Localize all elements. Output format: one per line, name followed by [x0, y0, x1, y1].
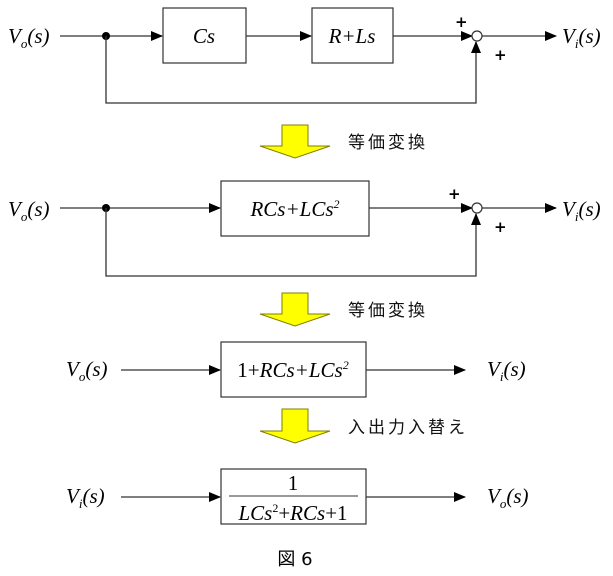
- block-cs-label: Cs: [193, 24, 215, 48]
- transfer-denominator: LCs2+RCs+1: [237, 501, 347, 525]
- sum-sign-top: +: [455, 13, 468, 31]
- transfer-numerator: 1: [288, 471, 299, 495]
- block-r-plus-ls: [311, 7, 394, 64]
- input-signal-label: Vo(s): [66, 357, 108, 384]
- transform-label: 入出力入替え: [348, 418, 468, 438]
- down-arrow-icon: [259, 124, 331, 159]
- transform-label: 等価変換: [348, 301, 428, 321]
- output-signal-label: Vo(s): [487, 484, 529, 511]
- block-r-plus-ls-label: R+Ls: [328, 24, 376, 48]
- transform-arrow-2: 等価変換: [259, 292, 428, 327]
- stage-4: Vi(s) 1 LCs2+RCs+1 Vo(s): [66, 468, 529, 525]
- transform-label: 等価変換: [348, 133, 428, 153]
- sum-sign-bottom: +: [494, 46, 507, 64]
- input-signal-label: Vo(s): [8, 197, 50, 224]
- output-signal-label: Vi(s): [562, 24, 601, 51]
- block-rcs-lcs2-label: RCs+LCs2: [249, 197, 339, 221]
- feedforward-line: [105, 36, 481, 104]
- output-signal-label: Vi(s): [562, 197, 601, 224]
- stage-1: Vo(s) Cs R+Ls + + Vi(s): [8, 7, 601, 104]
- transform-arrow-3: 入出力入替え: [259, 408, 468, 444]
- down-arrow-icon: [259, 408, 331, 444]
- input-signal-label: Vo(s): [8, 24, 50, 51]
- block-cs: [162, 7, 247, 64]
- stage-3: Vo(s) 1+RCs+LCs2 Vi(s): [66, 341, 526, 398]
- output-signal-label: Vi(s): [487, 357, 526, 384]
- input-signal-label: Vi(s): [66, 484, 105, 511]
- sum-sign-top: +: [448, 185, 461, 203]
- transform-arrow-1: 等価変換: [259, 124, 428, 159]
- summing-junction: [471, 30, 483, 42]
- stage-2: Vo(s) RCs+LCs2 + + Vi(s): [8, 180, 601, 277]
- feedforward-line: [105, 208, 481, 277]
- figure-caption: 図 6: [277, 549, 312, 570]
- down-arrow-icon: [259, 292, 331, 327]
- sum-sign-bottom: +: [494, 218, 507, 236]
- block-1-rcs-lcs2-label: 1+RCs+LCs2: [237, 358, 348, 382]
- summing-junction: [471, 202, 483, 214]
- block-rcs-lcs2: [220, 180, 370, 237]
